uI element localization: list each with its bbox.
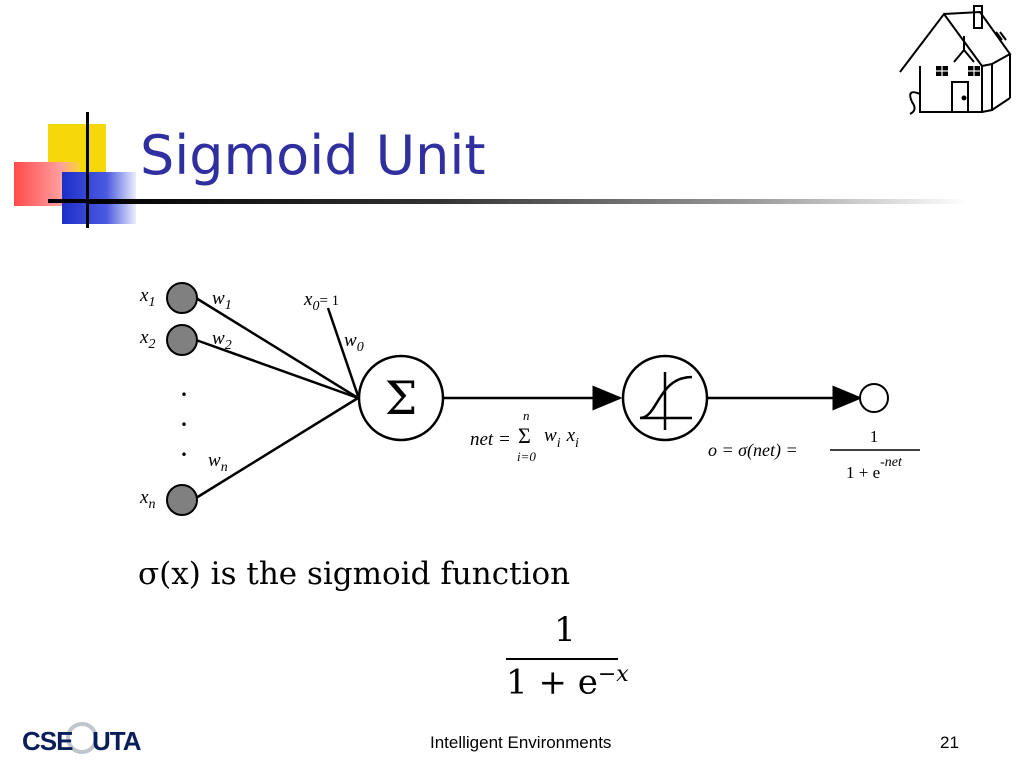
sigmoid-definition-text: σ(x) is the sigmoid function xyxy=(138,556,571,592)
edge-wn xyxy=(195,396,359,500)
svg-text:Σ: Σ xyxy=(518,423,531,448)
sigmoid-unit-diagram: Σ x1 x2 xn w1 w2 wn x0= 1 w0 . . . net =… xyxy=(139,282,920,516)
input-nodes xyxy=(166,282,198,516)
svg-text:i=0: i=0 xyxy=(517,449,536,464)
label-x1: x1 xyxy=(139,285,155,310)
fraction-numerator: 1 xyxy=(554,610,576,650)
sigmoid-fraction: 1 1 + e−x xyxy=(500,610,630,703)
edge-w1 xyxy=(195,296,359,400)
svg-text:net =: net = xyxy=(470,429,511,450)
svg-text:.: . xyxy=(181,406,187,431)
footer-title: Intelligent Environments xyxy=(430,733,612,752)
accent-blue-square xyxy=(62,172,136,224)
title-underline xyxy=(88,199,968,204)
accent-horizontal-line xyxy=(48,199,92,203)
label-xn: xn xyxy=(139,487,155,512)
label-x2: x2 xyxy=(139,327,155,352)
slide-title: Sigmoid Unit xyxy=(140,124,486,187)
input-node-x2 xyxy=(166,324,198,356)
svg-text:UTA: UTA xyxy=(92,726,142,756)
accent-vertical-line xyxy=(86,112,89,228)
label-x0: x0= 1 xyxy=(303,289,339,314)
cse-uta-logo: CSE UTA xyxy=(22,722,143,756)
label-w1: w1 xyxy=(212,288,232,313)
label-w0: w0 xyxy=(344,330,364,355)
input-node-x1 xyxy=(166,282,198,314)
edge-w2 xyxy=(195,338,359,400)
fraction-denominator: 1 + e−x xyxy=(506,662,629,703)
svg-text:.: . xyxy=(181,436,187,461)
fraction-bar xyxy=(506,658,618,660)
summation-node xyxy=(357,354,445,442)
page-number: 21 xyxy=(940,733,959,752)
input-node-xn xyxy=(166,484,198,516)
edge-w0 xyxy=(326,307,360,397)
vertical-ellipsis: . . . xyxy=(181,376,187,461)
sigmoid-curve-icon xyxy=(639,372,693,430)
house-icon xyxy=(899,5,1012,115)
summation-symbol: Σ xyxy=(385,371,418,425)
svg-text:1 + e-net: 1 + e-net xyxy=(846,455,903,482)
output-formula: o = σ(net) = 1 1 + e-net xyxy=(708,427,920,482)
svg-text:CSE: CSE xyxy=(22,726,73,756)
svg-text:n: n xyxy=(523,408,530,423)
fraction-exponent: −x xyxy=(597,662,629,687)
output-node xyxy=(859,383,889,413)
svg-text:.: . xyxy=(181,376,187,401)
svg-text:1: 1 xyxy=(870,427,879,446)
svg-text:o = σ(net) =: o = σ(net) = xyxy=(708,440,798,461)
label-w2: w2 xyxy=(212,328,232,353)
label-wn: wn xyxy=(208,450,228,475)
